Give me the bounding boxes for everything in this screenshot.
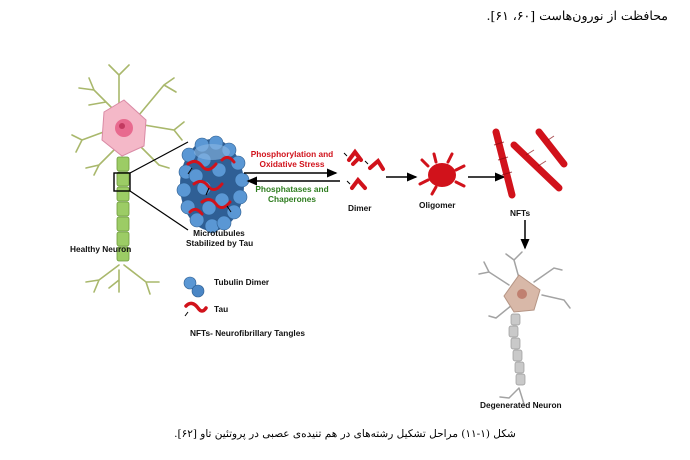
dimer-illustration (343, 148, 385, 190)
legend-tau-label: Tau (214, 304, 229, 314)
label-oligomer: Oligomer (419, 200, 456, 210)
label-dimer: Dimer (348, 203, 372, 213)
label-microtubules-line1: Microtubules (193, 228, 245, 238)
reversible-arrows (244, 168, 340, 186)
label-phosphatases-line1: Phosphatases and (255, 184, 329, 194)
microtubule-illustration (176, 135, 250, 234)
tau-figure-drawing (71, 64, 571, 405)
oligomer-illustration (418, 152, 466, 196)
legend-tubulin-label: Tubulin Dimer (214, 277, 270, 287)
label-phosphatases-line2: Chaperones (268, 193, 316, 204)
legend-nfts-label: NFTs- Neurofibrillary Tangles (190, 328, 305, 338)
degenerated-neuron-illustration (478, 251, 571, 405)
label-microtubules-line2: Stabilized by Tau (186, 237, 254, 248)
body-text-line: محافظت از نورون‌هاست [۶۰، ۶۱]. (486, 8, 668, 23)
nfts-illustration (492, 128, 568, 199)
label-microtubules: Microtubules Stabilized by Tau (186, 228, 254, 248)
label-degenerated-neuron: Degenerated Neuron (480, 400, 562, 410)
label-phosphatases: Phosphatases and Chaperones (242, 184, 342, 204)
label-phosphorylation-line1: Phosphorylation and (250, 149, 334, 159)
label-nfts: NFTs (510, 208, 531, 218)
tau-figure: Healthy Neuron Microtubules Stabilized b… (64, 60, 644, 420)
healthy-neuron-illustration (71, 64, 189, 295)
legend-tubulin-icon (183, 276, 205, 298)
label-phosphorylation-line2: Oxidative Stress (259, 158, 325, 169)
legend-tau-icon (184, 301, 208, 317)
label-healthy-neuron: Healthy Neuron (70, 244, 132, 254)
label-phosphorylation: Phosphorylation and Oxidative Stress (234, 149, 350, 169)
figure-caption: شکل (۱-۱۱) مراحل تشکیل رشته‌های در هم تن… (174, 428, 516, 440)
